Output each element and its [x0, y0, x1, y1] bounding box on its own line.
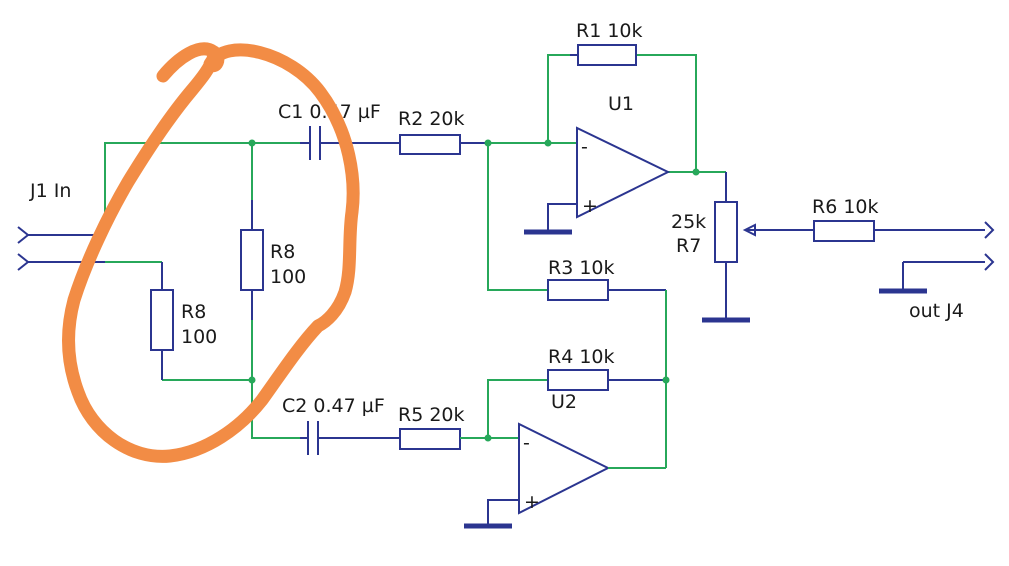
resistor-r8-lower: [150, 289, 174, 351]
r4-input-wire: [487, 379, 548, 438]
component-leads: [161, 200, 253, 380]
output-jack-j4: [879, 253, 995, 294]
r2-label: R2 20k: [398, 108, 465, 130]
r4-label: R4 10k: [548, 346, 615, 368]
potentiometer-r7: [702, 172, 814, 323]
r8-lower-name: R8: [181, 301, 206, 323]
u2-plus-sign: +: [524, 491, 540, 513]
u2-minus-sign: -: [523, 432, 530, 454]
r7-name: R7: [676, 235, 701, 257]
r7-value: 25k: [671, 211, 706, 233]
wiper-arrow-icon: [742, 223, 756, 237]
r1-label: R1 10k: [576, 20, 643, 42]
u1-plus-sign: +: [582, 195, 598, 217]
resistor-r6: [813, 220, 875, 242]
resistor-r4: [547, 369, 609, 391]
resistor-r1: [577, 44, 637, 66]
r8-upper-value: 100: [270, 266, 306, 288]
input-wiring: [104, 142, 300, 439]
r6-label: R6 10k: [812, 196, 879, 218]
junction-dots: [248, 139, 700, 442]
j1-label: J1 In: [29, 180, 71, 202]
opamp-u1: [524, 126, 671, 235]
c2-label: C2 0.47 µF: [282, 395, 385, 417]
r6-output-wire: [874, 221, 995, 239]
u1-minus-sign: -: [581, 136, 588, 158]
hand-drawn-circle-annotation-icon: [61, 42, 360, 463]
u1-label: U1: [608, 93, 634, 115]
r3-label: R3 10k: [548, 257, 615, 279]
out-j4-label: out J4: [909, 300, 964, 322]
r5-label: R5 20k: [398, 404, 465, 426]
resistor-r5: [399, 428, 461, 450]
capacitor-c1: [300, 126, 370, 160]
resistor-r8-upper: [240, 229, 264, 291]
opamp-u2: [464, 422, 666, 529]
r8-lower-value: 100: [181, 326, 217, 348]
capacitor-c2: [300, 421, 370, 455]
resistor-r3: [547, 279, 609, 301]
resistor-r2: [399, 134, 461, 155]
u2-label: U2: [551, 391, 577, 413]
r8-upper-name: R8: [270, 241, 295, 263]
